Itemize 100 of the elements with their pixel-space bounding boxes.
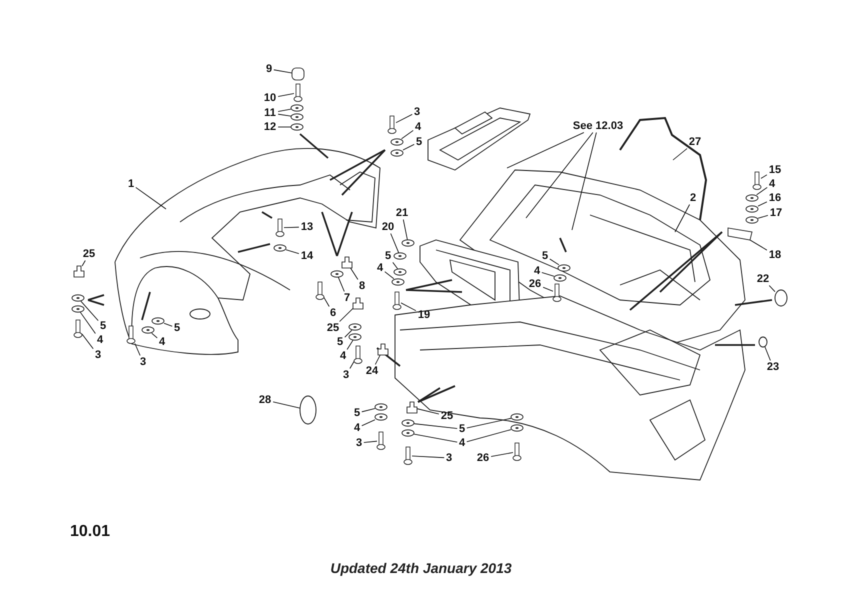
callout-number: 24 bbox=[366, 365, 378, 377]
callout-number: 15 bbox=[768, 164, 782, 176]
leader-line bbox=[412, 456, 445, 458]
callout-number: 23 bbox=[766, 361, 780, 373]
bolt bbox=[392, 292, 402, 310]
clip-nut bbox=[342, 256, 352, 268]
callout-number: 4 bbox=[534, 265, 540, 277]
callout-number: 8 bbox=[358, 280, 366, 292]
washer bbox=[402, 239, 414, 247]
callout-number: 3 bbox=[356, 437, 362, 449]
washer bbox=[394, 252, 406, 260]
washer bbox=[374, 413, 388, 421]
leader-line bbox=[82, 334, 94, 350]
callout-number: 19 bbox=[418, 309, 430, 321]
leader-line bbox=[768, 285, 776, 292]
leader-line bbox=[350, 268, 358, 280]
leader-line bbox=[758, 215, 768, 219]
callout-number: 3 bbox=[446, 452, 452, 464]
leader-line bbox=[361, 419, 376, 426]
callout-number: 5 bbox=[384, 250, 392, 262]
leader-line bbox=[760, 174, 768, 179]
callout-number: 4 bbox=[414, 121, 422, 133]
leader-line bbox=[390, 233, 400, 254]
washer bbox=[554, 274, 566, 282]
callout-number: 1 bbox=[128, 178, 134, 190]
leader-line bbox=[541, 272, 554, 277]
washer bbox=[394, 268, 406, 276]
callout-number: See 12.03 bbox=[572, 120, 624, 132]
leader-line bbox=[549, 258, 560, 266]
callout-number: 4 bbox=[458, 437, 466, 449]
leader-line bbox=[396, 114, 413, 124]
leader-line bbox=[526, 132, 594, 218]
washer bbox=[72, 305, 84, 313]
leader-line bbox=[135, 187, 166, 210]
washer bbox=[510, 424, 524, 432]
clip-nut bbox=[378, 344, 388, 356]
rubber-cap bbox=[292, 68, 304, 80]
leader-line bbox=[273, 69, 292, 74]
leader-line bbox=[286, 249, 300, 254]
bolt bbox=[126, 326, 136, 344]
washer bbox=[290, 123, 304, 131]
clip-nut bbox=[406, 402, 418, 414]
washer bbox=[390, 138, 404, 146]
washer bbox=[274, 244, 286, 252]
leader-line bbox=[344, 330, 352, 338]
leader-line bbox=[542, 286, 554, 292]
callout-number: 22 bbox=[756, 273, 770, 285]
callout-number: 9 bbox=[266, 63, 272, 75]
bolt bbox=[376, 432, 386, 450]
callout-number: 3 bbox=[342, 369, 350, 381]
leader-line bbox=[414, 423, 458, 429]
bolt bbox=[388, 116, 396, 134]
leader-line bbox=[764, 346, 771, 361]
callout-number: 25 bbox=[326, 322, 340, 334]
leader-line bbox=[756, 187, 768, 196]
bolt bbox=[74, 320, 82, 338]
clip-nut bbox=[352, 298, 364, 310]
washer bbox=[746, 194, 758, 202]
callout-number: 4 bbox=[376, 262, 384, 274]
grommet bbox=[300, 396, 316, 424]
bolt bbox=[354, 346, 362, 364]
leader-line bbox=[339, 308, 354, 322]
leader-line bbox=[350, 361, 354, 369]
leader-line bbox=[416, 408, 440, 414]
leader-line bbox=[384, 271, 394, 280]
leader-line bbox=[674, 204, 690, 232]
washer bbox=[72, 294, 84, 302]
callout-number: 12 bbox=[264, 121, 276, 133]
leader-line bbox=[466, 429, 512, 442]
washer bbox=[390, 149, 404, 157]
callout-number: 5 bbox=[100, 320, 106, 332]
leader-line bbox=[392, 262, 398, 270]
callout-number: 4 bbox=[354, 422, 360, 434]
bolt bbox=[294, 84, 302, 102]
washer bbox=[510, 413, 524, 421]
callout-number: 26 bbox=[528, 278, 542, 290]
grommet bbox=[758, 336, 768, 348]
leader-line bbox=[278, 108, 292, 112]
washer bbox=[402, 429, 414, 437]
callout-number: 5 bbox=[416, 136, 422, 148]
leader-line bbox=[490, 452, 514, 457]
callout-number: 4 bbox=[96, 334, 104, 346]
leader-line bbox=[164, 322, 173, 327]
page-number: 10.01 bbox=[70, 523, 110, 541]
grommet bbox=[774, 290, 788, 306]
leader-line bbox=[363, 440, 378, 443]
callout-number: 26 bbox=[476, 452, 490, 464]
bolt bbox=[752, 172, 762, 190]
leader-line bbox=[151, 332, 158, 338]
bolt bbox=[316, 282, 324, 300]
callout-number: 27 bbox=[688, 136, 702, 148]
callout-number: 4 bbox=[158, 336, 166, 348]
leader-line bbox=[278, 93, 294, 97]
callout-number: 20 bbox=[382, 221, 394, 233]
callout-number: 17 bbox=[770, 207, 782, 219]
leader-line bbox=[80, 300, 99, 321]
washer bbox=[348, 333, 362, 341]
leader-line bbox=[750, 240, 768, 250]
callout-number: 5 bbox=[542, 250, 548, 262]
leader-line bbox=[324, 297, 330, 307]
